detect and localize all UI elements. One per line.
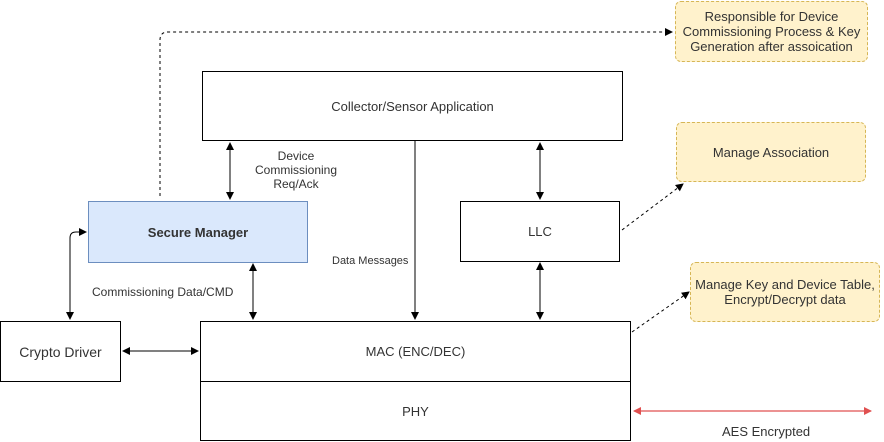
- association-note-text: Manage Association: [712, 144, 830, 160]
- key-table-note-connector: [631, 291, 690, 333]
- collector-sensor-application-label: Collector/Sensor Application: [331, 98, 494, 114]
- device-commissioning-label: Device Commissioning Req/Ack: [254, 149, 338, 191]
- secure-manager-label: Secure Manager: [147, 224, 249, 240]
- llc-label: LLC: [528, 224, 552, 239]
- crypto-driver-label: Crypto Driver: [19, 343, 102, 360]
- llc-box: LLC: [460, 201, 620, 262]
- collector-sensor-application-box: Collector/Sensor Application: [202, 71, 623, 141]
- key-table-note: Manage Key and Device Table, Encrypt/Dec…: [690, 262, 880, 322]
- commissioning-data-label: Commissioning Data/CMD: [92, 285, 234, 299]
- association-note-connector: [621, 183, 684, 231]
- mac-box: MAC (ENC/DEC): [200, 321, 631, 382]
- aes-encrypted-label: AES Encrypted: [722, 424, 811, 439]
- data-messages-label: Data Messages: [332, 255, 409, 267]
- secure-manager-box: Secure Manager: [88, 201, 308, 263]
- commissioning-note-connector: [159, 28, 673, 196]
- commissioning-note-text: Responsible for Device Commissioning Pro…: [682, 9, 861, 54]
- mac-label: MAC (ENC/DEC): [365, 344, 466, 359]
- crypto-driver-box: Crypto Driver: [0, 321, 121, 382]
- phy-box: PHY: [200, 381, 631, 441]
- phy-label: PHY: [402, 403, 429, 419]
- association-note: Manage Association: [676, 122, 866, 182]
- key-table-note-text: Manage Key and Device Table, Encrypt/Dec…: [695, 277, 875, 307]
- secure-manager-crypto-arrow: [66, 228, 87, 320]
- commissioning-note: Responsible for Device Commissioning Pro…: [675, 1, 868, 62]
